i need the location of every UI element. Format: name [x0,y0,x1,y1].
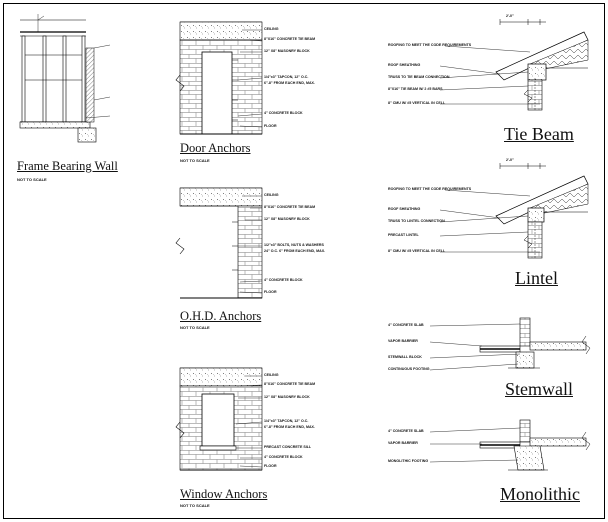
stemwall-detail [429,317,591,371]
tie-beam-dimension: 2'-0" [506,14,514,18]
ohd-note-slab: 4" CONCRETE BLOCK [264,278,303,282]
tie-beam-detail [439,19,589,111]
window-anchors-scale: NOT TO SCALE [180,503,210,508]
frame-bearing-wall-detail [19,14,111,143]
ohd-note-anchor: 1/2"x3" BOLTS, NUTS & WASHERS [264,243,324,247]
window-note-anchor-2: 6"-8" FROM EACH END, MAX. [264,425,315,429]
lintel-note-precast: PRECAST LINTEL [388,233,419,237]
door-anchors-scale: NOT TO SCALE [180,158,210,163]
stemwall-note-block: STEMWALL BLOCK [388,355,422,359]
window-note-slab: 4" CONCRETE BLOCK [264,455,303,459]
monolithic-title: Monolithic [500,484,580,504]
tie-beam-note-beam: 8"X16" TIE BEAM W/ 2 #5 BARS [388,87,443,91]
tie-beam-title: Tie Beam [504,124,574,144]
lintel-note-cmu: 8" CMU W/ #5 VERTICAL IN CELL [388,249,446,253]
frame-bearing-wall-scale: NOT TO SCALE [17,177,47,182]
drawing-sheet-border [3,3,605,519]
door-note-tie-beam: 8"X16" CONCRETE TIE BEAM [264,37,316,41]
lintel-dimension: 2'-0" [506,158,514,162]
window-anchors-detail [175,367,263,471]
window-note-block: 12" X8" MASONRY BLOCK [264,395,310,399]
stemwall-note-vapor: VAPOR BARRIER [388,339,418,343]
lintel-detail [439,163,589,259]
door-note-slab: 4" CONCRETE BLOCK [264,111,303,115]
tie-beam-note-roofing: ROOFING TO MEET THE CODE REQUIREMENTS [388,43,472,47]
stemwall-title: Stemwall [505,379,573,399]
door-anchors-title: Door Anchors [180,141,251,155]
stemwall-note-slab: 4" CONCRETE SLAB [388,323,424,327]
lintel-title: Lintel [515,268,558,288]
door-note-anchor-2: 6"-8" FROM EACH END, MAX. [264,81,315,85]
tie-beam-note-sheathing: ROOF SHEATHING [388,63,421,67]
ohd-note-anchor-2: 24" O.C. 6" FROM EACH END, MAX. [264,249,326,253]
ohd-anchors-scale: NOT TO SCALE [180,325,210,330]
ohd-anchors-detail [175,187,263,299]
frame-bearing-wall-title: Frame Bearing Wall [17,159,118,173]
ohd-note-block: 12" X8" MASONRY BLOCK [264,217,310,221]
lintel-note-roofing: ROOFING TO MEET THE CODE REQUIREMENTS [388,187,472,191]
stemwall-note-footing: CONTINUOUS FOOTING [388,367,430,371]
door-anchors-detail [175,21,263,135]
window-note-ceiling: CEILING [264,373,279,377]
door-note-ceiling: CEILING [264,27,279,31]
door-note-floor: FLOOR [264,124,277,128]
monolithic-detail [429,419,591,471]
window-note-floor: FLOOR [264,464,277,468]
lintel-note-connection: TRUSS TO LINTEL CONNECTION [388,219,445,223]
ohd-note-ceiling: CEILING [264,193,279,197]
lintel-note-sheathing: ROOF SHEATHING [388,207,421,211]
ohd-note-floor: FLOOR [264,290,277,294]
window-note-tie-beam: 8"X16" CONCRETE TIE BEAM [264,382,316,386]
window-note-sill: PRECAST CONCRETE SILL [264,445,312,449]
tie-beam-note-cmu: 8" CMU W/ #5 VERTICAL IN CELL [388,101,446,105]
monolithic-note-slab: 4" CONCRETE SLAB [388,429,424,433]
ohd-anchors-title: O.H.D. Anchors [180,309,262,323]
door-note-block: 12" X8" MASONRY BLOCK [264,49,310,53]
ohd-note-tie-beam: 8"X16" CONCRETE TIE BEAM [264,205,316,209]
tie-beam-note-connection: TRUSS TO TIE BEAM CONNECTION [388,75,450,79]
window-anchors-title: Window Anchors [180,487,268,501]
window-note-anchor: 1/4"x3" TAPCON, 12" O.C. [264,419,309,423]
monolithic-note-footing: MONOLITHIC FOOTING [388,459,429,463]
door-note-anchor: 1/4"x3" TAPCON, 12" O.C. [264,75,309,79]
monolithic-note-vapor: VAPOR BARRIER [388,441,418,445]
